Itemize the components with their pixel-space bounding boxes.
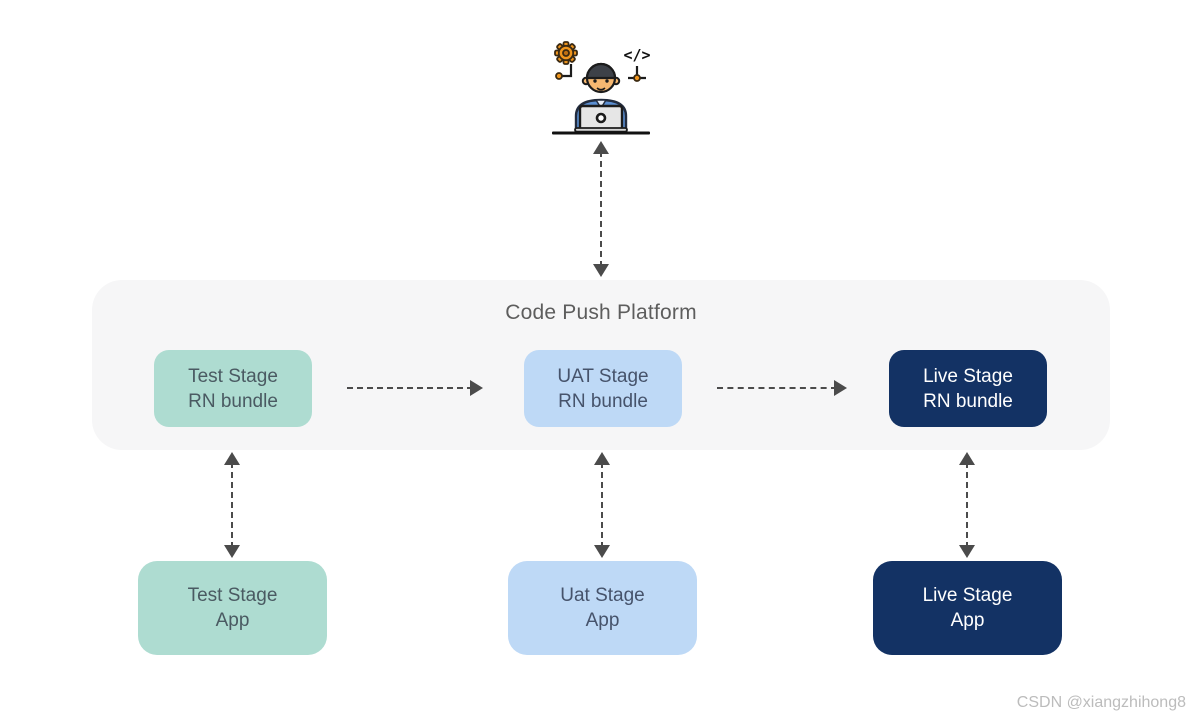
node-connector-right-icon (628, 66, 646, 82)
node-connector-left-icon (555, 64, 573, 80)
arrow-right-icon (470, 380, 483, 396)
arrow-up-icon (224, 452, 240, 465)
arrow-down-icon (594, 545, 610, 558)
arrow-down-icon (224, 545, 240, 558)
arrow-right-icon (834, 380, 847, 396)
developer-at-laptop-illustration: </> (552, 41, 651, 135)
test-stage-rn-bundle-box: Test Stage RN bundle (154, 350, 312, 427)
watermark: CSDN @xiangzhihong8 (1016, 694, 1186, 711)
platform-title: Code Push Platform (505, 301, 697, 324)
uat-to-live-arrow (717, 380, 847, 396)
desk-line (552, 131, 650, 135)
live-stage-app-box: Live Stage App (873, 561, 1062, 655)
dashed-line (717, 387, 837, 389)
developer-platform-arrow (593, 141, 609, 277)
laptop-icon (574, 104, 628, 133)
dashed-line (600, 151, 602, 267)
dashed-line (966, 462, 968, 548)
dashed-line (231, 462, 233, 548)
test-to-uat-arrow (347, 380, 483, 396)
arrow-up-icon (593, 141, 609, 154)
developer-icon: </> (549, 36, 653, 138)
dashed-line (601, 462, 603, 548)
dashed-line (347, 387, 473, 389)
uat-stage-app-box: Uat Stage App (508, 561, 697, 655)
arrow-up-icon (959, 452, 975, 465)
code-brackets-icon: </> (623, 46, 650, 64)
arrow-down-icon (959, 545, 975, 558)
live-stage-rn-bundle-box: Live Stage RN bundle (889, 350, 1047, 427)
test-stage-app-box: Test Stage App (138, 561, 327, 655)
test-bundle-app-arrow (224, 452, 240, 558)
arrow-up-icon (594, 452, 610, 465)
live-bundle-app-arrow (959, 452, 975, 558)
uat-bundle-app-arrow (594, 452, 610, 558)
gear-icon (554, 41, 578, 65)
arrow-down-icon (593, 264, 609, 277)
uat-stage-rn-bundle-box: UAT Stage RN bundle (524, 350, 682, 427)
